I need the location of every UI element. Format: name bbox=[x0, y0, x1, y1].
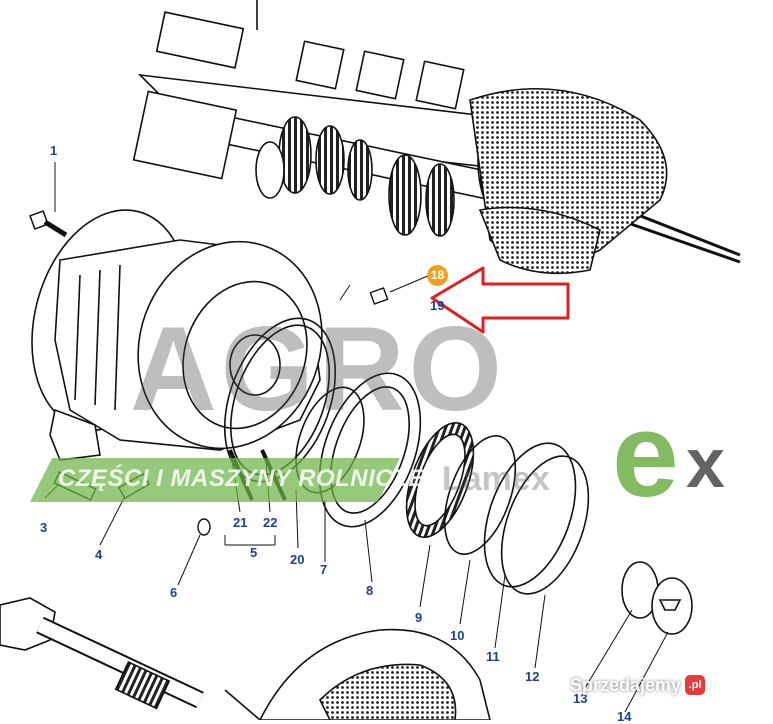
callout-14: 14 bbox=[617, 709, 632, 724]
watermark-lamex-text: Lamex bbox=[442, 460, 550, 498]
callout-19: 19 bbox=[430, 298, 445, 313]
callout-7: 7 bbox=[320, 562, 328, 577]
callout-1: 1 bbox=[50, 143, 58, 158]
watermark-x-logo: x bbox=[686, 424, 725, 502]
bolt-part bbox=[29, 162, 68, 238]
pto-housing bbox=[49, 239, 323, 461]
callout-10: 10 bbox=[450, 628, 465, 643]
site-name-text: Sprzedajemy bbox=[570, 674, 682, 695]
site-watermark: Sprzedajemy .pl bbox=[570, 670, 706, 700]
callout-9: 9 bbox=[415, 610, 423, 625]
watermark-e-logo: e bbox=[612, 388, 679, 522]
bottom-shaft-assembly bbox=[0, 597, 491, 720]
callout-18-badge: 18 bbox=[427, 265, 448, 286]
callout-6: 6 bbox=[170, 585, 178, 600]
watermark-banner-text: CZĘŚCI I MASZYNY ROLNICZE bbox=[58, 465, 425, 492]
callout-13: 13 bbox=[573, 691, 588, 706]
callout-22: 22 bbox=[263, 515, 278, 530]
callout-3: 3 bbox=[40, 520, 48, 535]
callout-20: 20 bbox=[290, 552, 305, 567]
watermark-agro-text: AGRO bbox=[130, 302, 506, 436]
pin-18-part bbox=[369, 287, 389, 305]
callout-5: 5 bbox=[250, 545, 258, 560]
callout-8: 8 bbox=[366, 583, 374, 598]
highlight-arrow bbox=[430, 266, 570, 334]
gearbox-shaft-assembly bbox=[132, 0, 741, 275]
callout-12: 12 bbox=[525, 669, 540, 684]
callout-11: 11 bbox=[486, 649, 500, 664]
callout-21: 21 bbox=[233, 515, 248, 530]
watermark-green-banner bbox=[30, 458, 400, 502]
site-logo-icon: .pl bbox=[685, 675, 706, 695]
callout-4: 4 bbox=[95, 547, 103, 562]
